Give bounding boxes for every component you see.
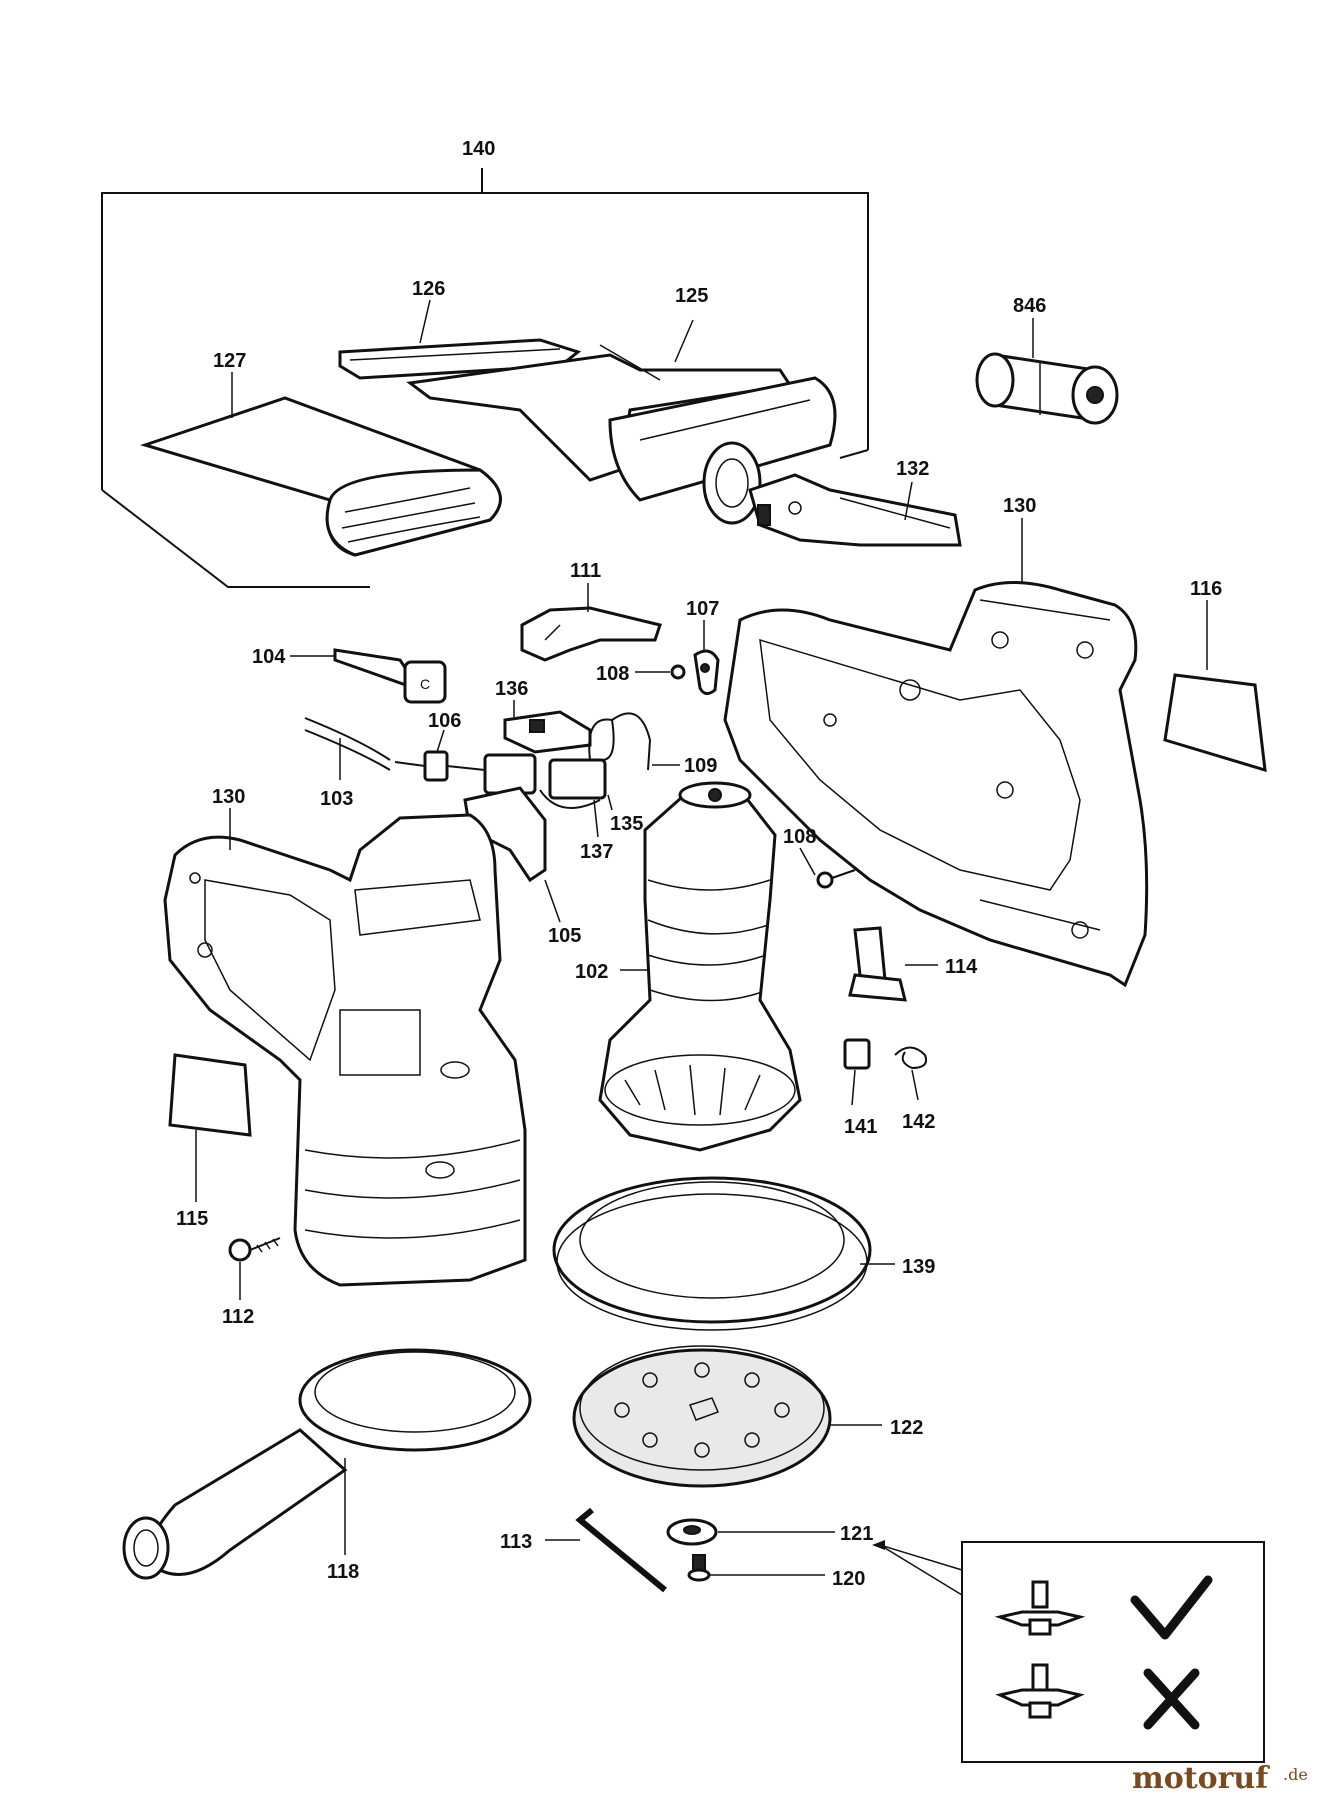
part-111-switch-actuator — [520, 606, 662, 662]
label-136: 136 — [495, 678, 528, 700]
part-139-shroud-ring — [552, 1176, 872, 1331]
part-141-carbon-brush — [843, 1038, 871, 1070]
part-125-dust-adapter — [406, 344, 837, 525]
part-130-housing-half-left — [163, 813, 527, 1287]
part-132-nozzle — [748, 473, 962, 547]
label-111: 111 — [570, 560, 601, 582]
label-104: 104 — [252, 646, 286, 668]
part-116-label-plate — [1163, 673, 1267, 773]
part-108-screw-a — [670, 664, 686, 680]
label-137: 137 — [580, 841, 613, 863]
part-102-motor-assembly — [598, 781, 802, 1152]
part-115-label-plate — [168, 1053, 252, 1137]
label-118: 118 — [327, 1561, 359, 1583]
label-130-right: 130 — [1003, 495, 1036, 517]
label-115: 115 — [176, 1208, 208, 1230]
label-135: 135 — [610, 813, 643, 835]
label-142: 142 — [902, 1111, 935, 1133]
label-139: 139 — [902, 1256, 935, 1278]
label-106: 106 — [428, 710, 461, 732]
part-846-adapter-tube — [975, 352, 1119, 425]
label-102: 102 — [575, 961, 608, 983]
check-mark-icon — [1130, 1575, 1213, 1640]
part-127-dust-bag — [140, 396, 502, 557]
part-142-brush-spring — [894, 1046, 928, 1070]
part-112-screw — [228, 1237, 281, 1262]
legend-screw-correct — [994, 1580, 1086, 1636]
label-141: 141 — [844, 1116, 877, 1138]
legend-screw-incorrect — [995, 1663, 1085, 1719]
label-130-left: 130 — [212, 786, 245, 808]
part-130-housing-half-right — [723, 581, 1149, 988]
assembly-legend-box — [872, 1540, 1265, 1763]
label-109: 109 — [684, 755, 717, 777]
part-114-brush-holder — [848, 926, 907, 1002]
label-103: 103 — [320, 788, 353, 810]
leader-lines — [195, 299, 1208, 1576]
watermark-logo: motoruf .de — [1132, 1761, 1308, 1796]
label-114: 114 — [945, 956, 978, 978]
part-103-power-cord — [304, 717, 391, 771]
label-132: 132 — [896, 458, 929, 480]
label-121: 121 — [840, 1523, 873, 1545]
label-120: 120 — [832, 1568, 865, 1590]
watermark-suffix: .de — [1283, 1765, 1308, 1784]
kit-140-bracket — [101, 168, 869, 588]
cross-mark-icon — [1143, 1668, 1200, 1730]
part-120-pad-screw — [687, 1554, 711, 1582]
label-108-b: 108 — [783, 826, 816, 848]
label-105: 105 — [548, 925, 581, 947]
part-108-screw-b — [816, 869, 856, 889]
part-118-side-handle — [122, 1348, 532, 1580]
label-125: 125 — [675, 285, 708, 307]
part-107-clamp — [693, 649, 720, 695]
label-113: 113 — [500, 1531, 532, 1553]
part-106-connector — [394, 750, 486, 782]
label-122: 122 — [890, 1417, 923, 1439]
label-112: 112 — [222, 1306, 254, 1328]
part-122-sanding-pad — [572, 1345, 832, 1488]
part-121-washer — [666, 1518, 718, 1546]
part-113-hex-key — [575, 1507, 667, 1593]
part-number-labels: 140 126 125 846 127 132 130 111 107 116 … — [176, 138, 1222, 1590]
part-136-bracket — [503, 710, 592, 754]
watermark-brand: motoruf — [1132, 1761, 1270, 1796]
label-140: 140 — [462, 138, 495, 160]
svg-text:C: C — [420, 676, 430, 692]
label-116: 116 — [1190, 578, 1222, 600]
part-135-switch — [483, 712, 652, 809]
label-108-a: 108 — [596, 663, 629, 685]
label-127: 127 — [213, 350, 246, 372]
label-846: 846 — [1013, 295, 1046, 317]
label-126: 126 — [412, 278, 445, 300]
part-104-cord-protector: C — [333, 648, 447, 704]
label-107: 107 — [686, 598, 719, 620]
